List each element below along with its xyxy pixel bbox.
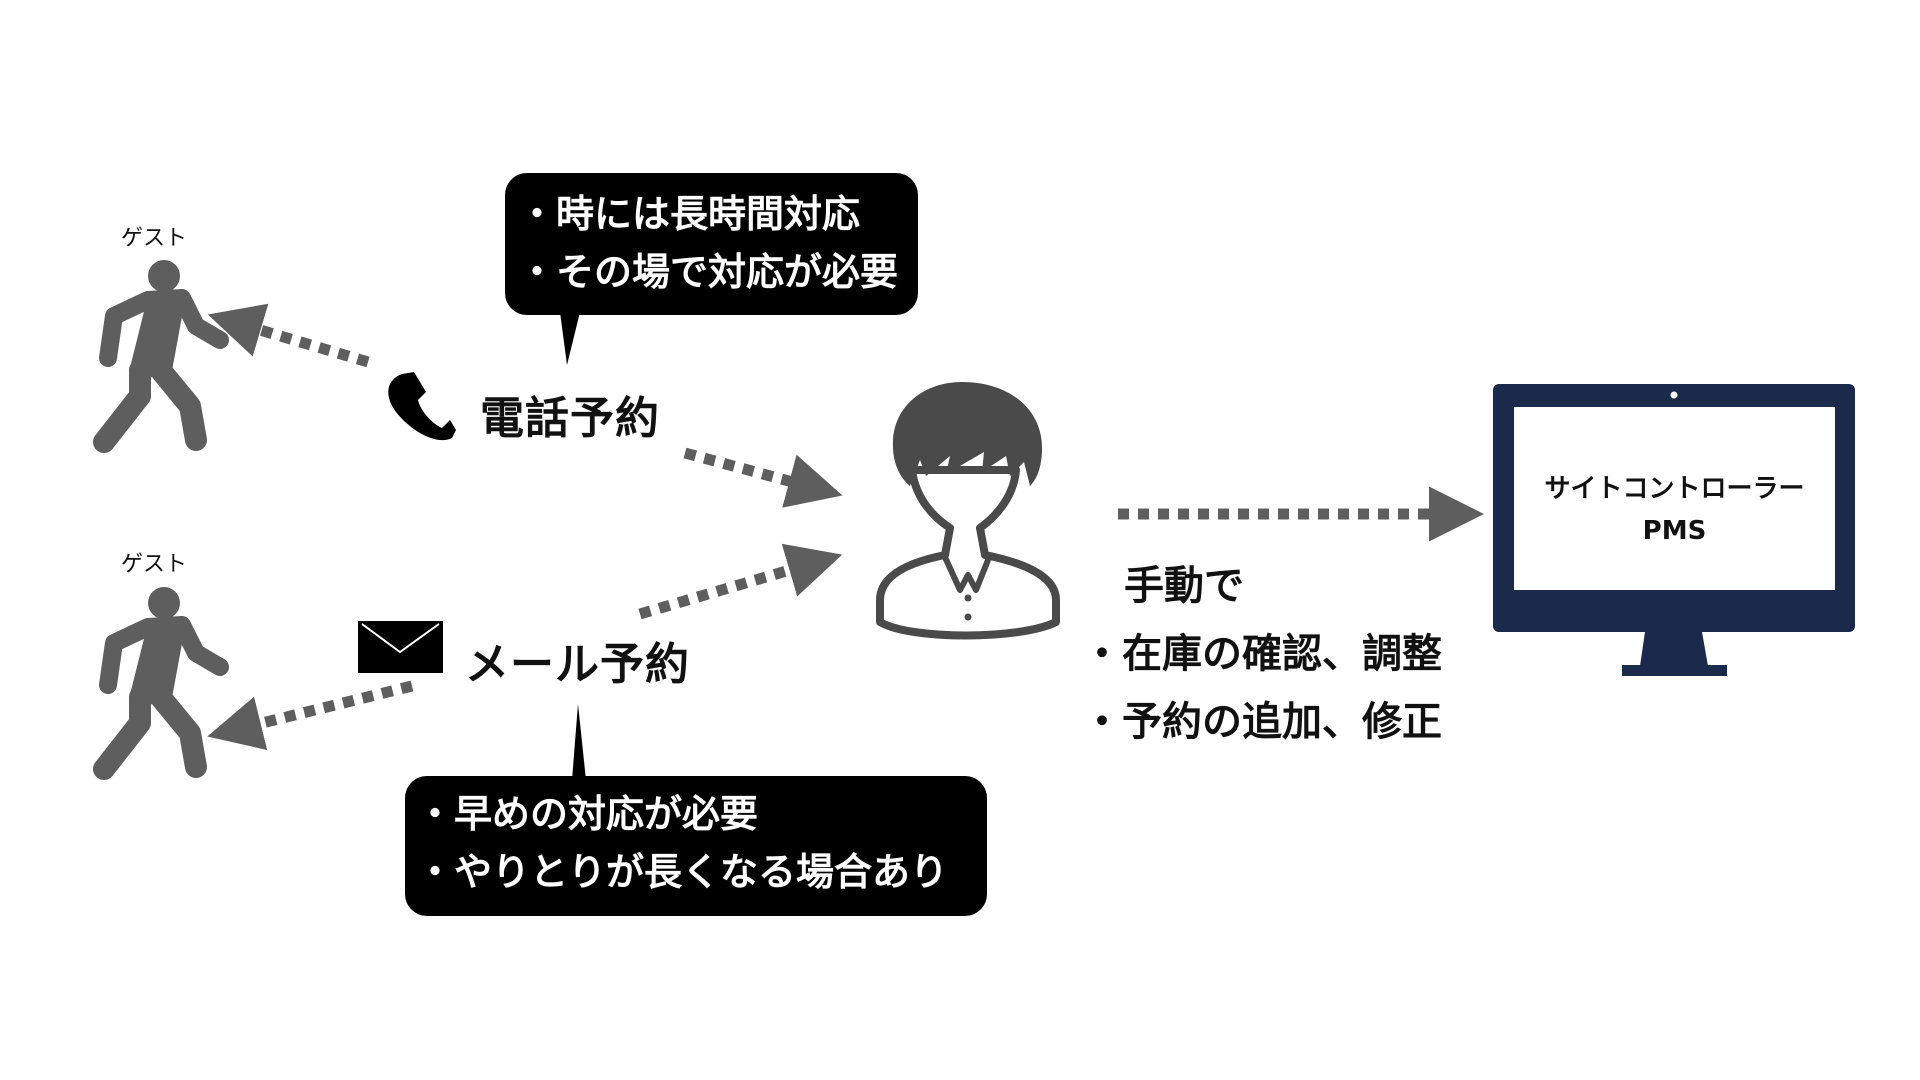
- mail-reservation-label: メール予約: [465, 639, 690, 690]
- pms-label: PMS: [1642, 516, 1707, 546]
- arrow-mail-to-guest: [207, 680, 414, 751]
- phone-note: ・その場で対応が必要: [518, 250, 899, 294]
- walking-person-icon: [93, 587, 229, 780]
- mail-notes: ・早めの対応が必要 ・やりとりが長くなる場合あり: [416, 785, 948, 901]
- manual-tasks: 手動で ・在庫の確認、調整 ・予約の追加、修正: [1082, 552, 1442, 756]
- phone-notes: ・時には長時間対応 ・その場で対応が必要: [518, 185, 898, 301]
- manual-item: ・予約の追加、修正: [1082, 699, 1442, 745]
- envelope-icon: [358, 621, 443, 673]
- speech-bubble-mail: [405, 704, 987, 916]
- phone-reservation-label: 電話予約: [480, 393, 660, 444]
- guest-label: ゲスト: [120, 552, 187, 577]
- phone-icon: [388, 372, 456, 441]
- arrow-mail-to-staff: [638, 543, 843, 620]
- site-controller-label: サイトコントローラー: [1544, 474, 1805, 504]
- phone-note: ・時には長時間対応: [518, 192, 861, 236]
- manual-heading: 手動で: [1124, 563, 1244, 609]
- system-label: サイトコントローラー PMS: [1514, 468, 1835, 552]
- guest-label: ゲスト: [120, 226, 187, 251]
- mail-note: ・やりとりが長くなる場合あり: [416, 850, 949, 894]
- monitor-icon: [1493, 384, 1855, 676]
- staff-person-icon: [876, 382, 1060, 640]
- speech-bubble-phone: [505, 173, 918, 365]
- arrow-phone-to-guest: [207, 303, 370, 368]
- manual-item: ・在庫の確認、調整: [1082, 631, 1442, 677]
- mail-note: ・早めの対応が必要: [416, 792, 759, 836]
- walking-person-icon: [93, 260, 229, 453]
- arrow-phone-to-staff: [683, 447, 843, 508]
